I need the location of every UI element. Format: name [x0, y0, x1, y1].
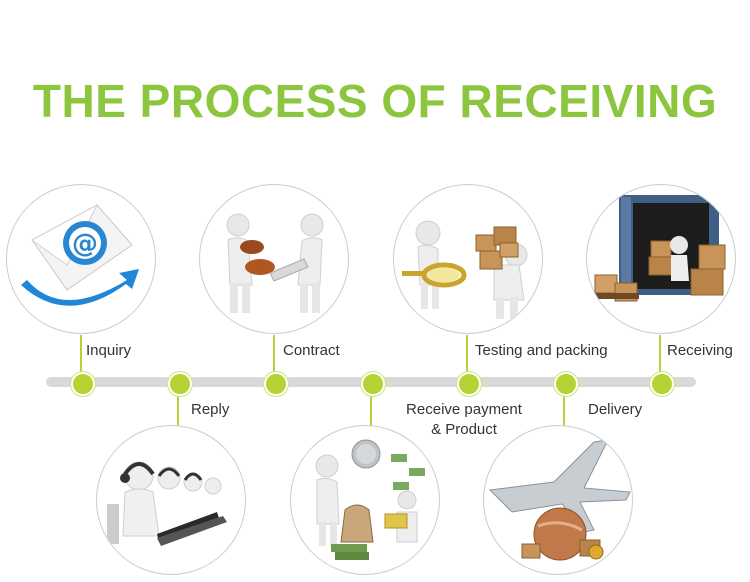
magnifier-boxes-icon [393, 184, 543, 334]
svg-text:@: @ [72, 229, 98, 259]
money-payment-icon [290, 425, 440, 575]
email-at-icon: @ [6, 184, 156, 334]
stem-inquiry [80, 335, 82, 380]
timeline-node-delivery [554, 372, 578, 396]
stem-contract [273, 335, 275, 380]
stem-delivery [563, 385, 565, 430]
step-label-inquiry: Inquiry [86, 342, 132, 359]
step-label-reply: Reply [191, 401, 230, 418]
airplane-globe-icon [483, 425, 633, 575]
stem-testing [466, 335, 468, 380]
step-label-delivery: Delivery [588, 401, 643, 418]
stem-reply [177, 385, 179, 430]
timeline-node-testing [457, 372, 481, 396]
handshake-signing-icon [199, 184, 349, 334]
call-center-icon [96, 425, 246, 575]
timeline-node-receiving [650, 372, 674, 396]
stem-payment [370, 385, 372, 430]
page-title: THE PROCESS OF RECEIVING [32, 75, 718, 127]
timeline-node-inquiry [71, 372, 95, 396]
timeline-node-reply [168, 372, 192, 396]
step-label-contract: Contract [283, 342, 340, 359]
stem-receiving [659, 335, 661, 380]
container-boxes-icon [586, 184, 736, 334]
timeline-node-payment [361, 372, 385, 396]
step-label-payment: Receive payment & Product [406, 401, 522, 438]
timeline-node-contract [264, 372, 288, 396]
step-label-receiving: Receiving [667, 342, 733, 359]
step-label-testing: Testing and packing [475, 342, 608, 359]
